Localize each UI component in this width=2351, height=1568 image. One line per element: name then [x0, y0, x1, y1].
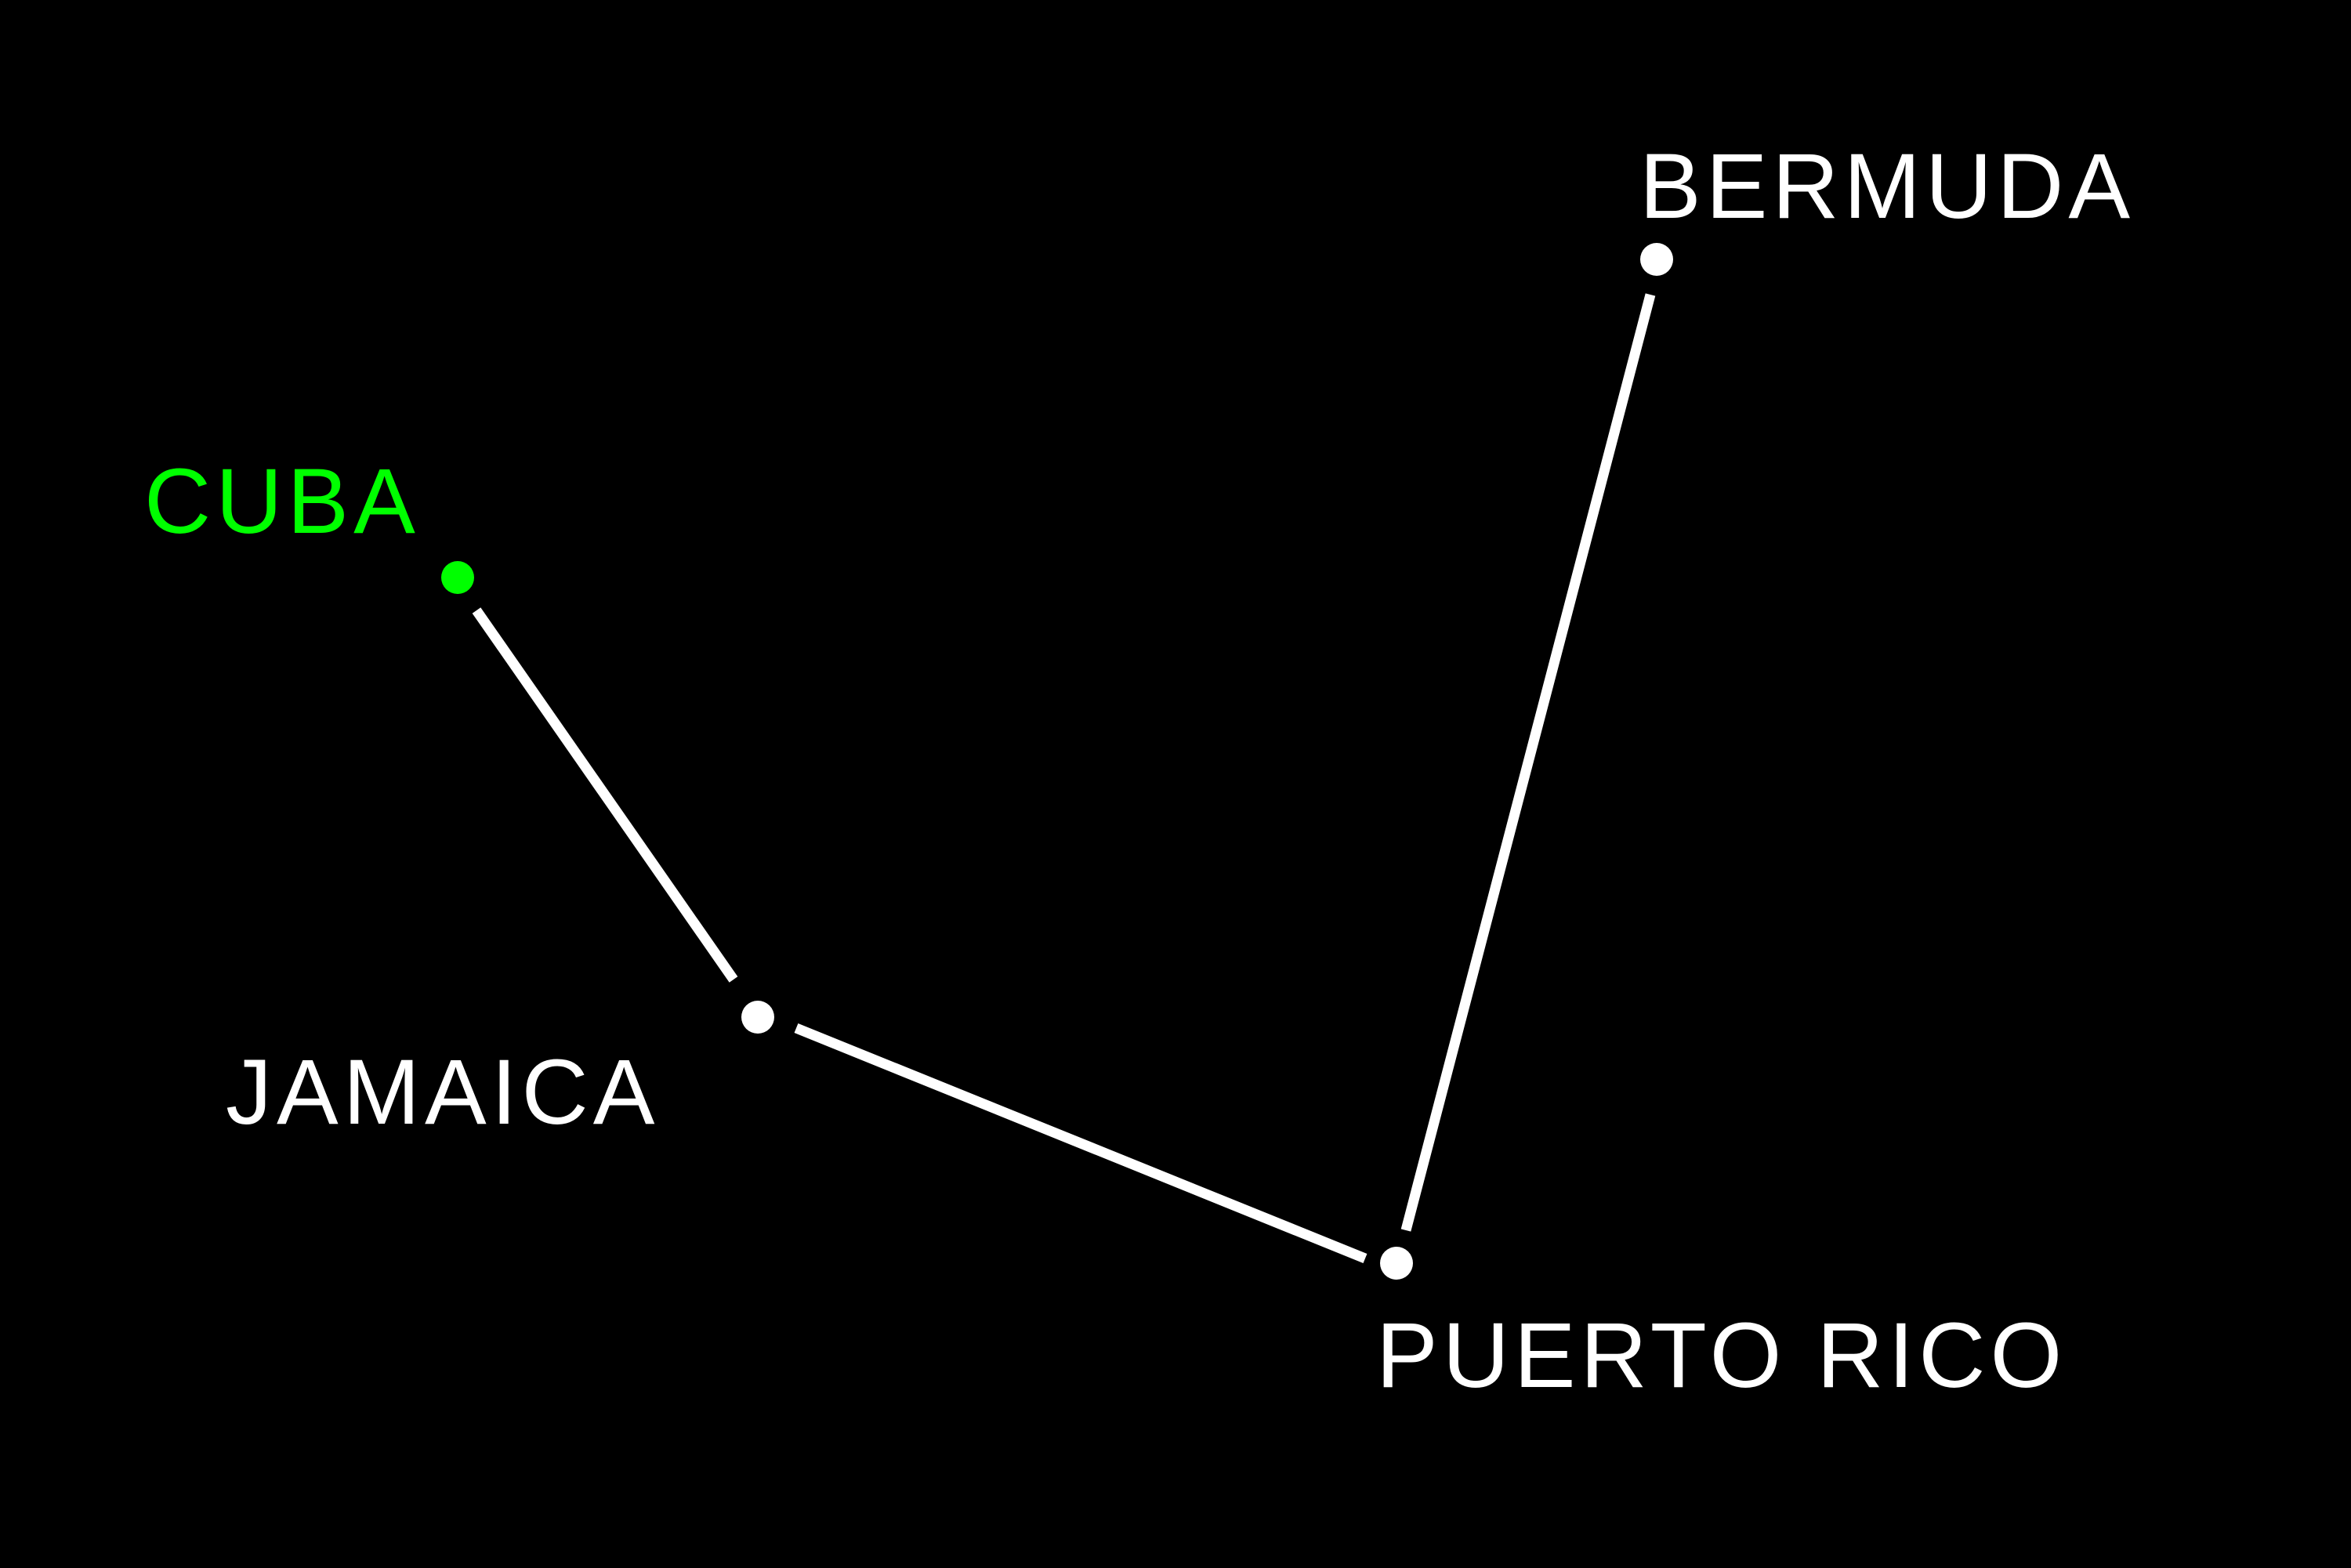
label-puerto-rico: PUERTO RICO	[1376, 1304, 2067, 1407]
edge-jamaica-puerto-rico	[794, 1023, 1367, 1264]
label-jamaica: JAMAICA	[226, 1041, 659, 1144]
node-puerto-rico	[1380, 1247, 1413, 1280]
node-jamaica	[741, 1001, 774, 1034]
node-cuba	[441, 561, 474, 594]
label-cuba: CUBA	[144, 450, 420, 553]
node-bermuda	[1640, 243, 1673, 276]
edge-puerto-rico-bermuda	[1400, 293, 1656, 1232]
label-bermuda: BERMUDA	[1639, 135, 2135, 238]
edge-cuba-jamaica	[472, 607, 738, 983]
